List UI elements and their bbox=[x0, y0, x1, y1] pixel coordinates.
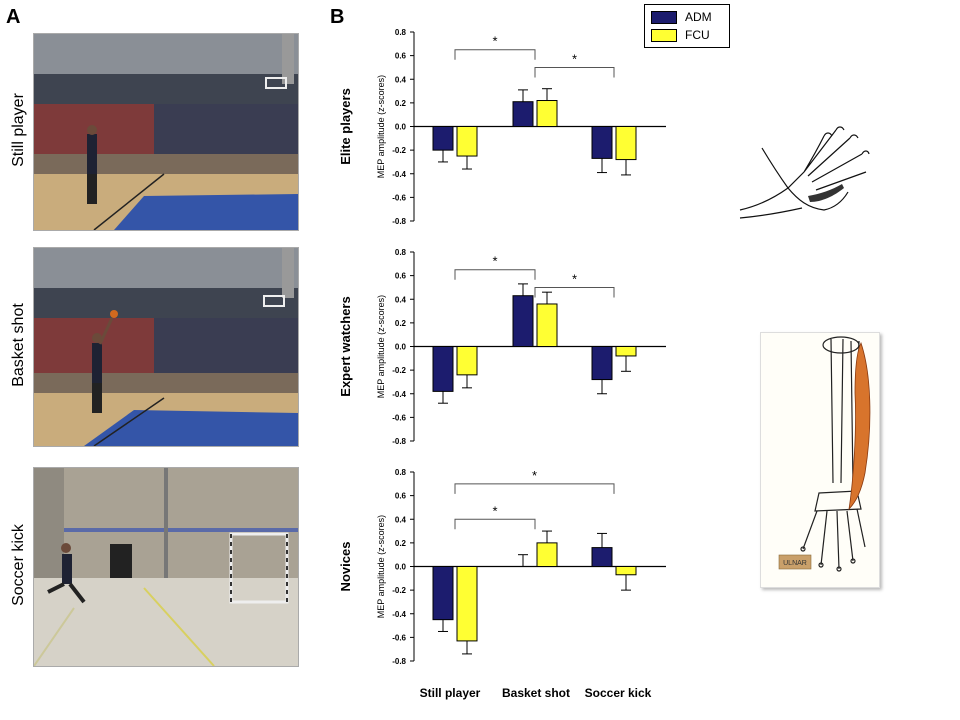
y-tick-label-1-8: -0.8 bbox=[392, 437, 406, 446]
chart-legend: ADM FCU bbox=[644, 4, 730, 48]
sig-bracket-1-1 bbox=[534, 286, 615, 298]
y-tick-label-0-8: -0.8 bbox=[392, 217, 406, 226]
sig-star-1-0: * bbox=[492, 254, 497, 269]
y-tick-label-2-6: -0.4 bbox=[392, 610, 406, 619]
muscle-label-ulnar: ULNAR bbox=[783, 560, 807, 567]
y-tick-label-2-5: -0.2 bbox=[392, 586, 406, 595]
y-tick-label-0-3: 0.2 bbox=[395, 99, 407, 108]
y-tick-label-0-2: 0.4 bbox=[395, 75, 407, 84]
bar-1-adm-2 bbox=[591, 346, 613, 381]
x-category-label-2: Soccer kick bbox=[585, 686, 652, 700]
sig-bracket-2-0 bbox=[454, 518, 536, 530]
x-category-label-0: Still player bbox=[420, 686, 481, 700]
panel-letter-b: B bbox=[330, 6, 345, 28]
panel-letter-a: A bbox=[6, 6, 21, 28]
sig-star-2-1: * bbox=[532, 468, 537, 483]
bar-2-adm-2 bbox=[591, 547, 613, 567]
bar-1-adm-1 bbox=[512, 295, 534, 347]
bar-2-fcu-0 bbox=[456, 566, 478, 642]
legend-label-fcu: FCU bbox=[685, 28, 710, 42]
legend-swatch-fcu bbox=[651, 28, 677, 42]
y-tick-label-0-5: -0.2 bbox=[392, 146, 406, 155]
bar-1-fcu-2 bbox=[615, 346, 637, 357]
y-axis-label-2: MEP amplitude (z-scores) bbox=[376, 515, 386, 618]
photo-soccer-kick bbox=[33, 467, 299, 667]
group-label-0: Elite players bbox=[338, 88, 353, 165]
y-tick-label-2-4: 0.0 bbox=[395, 563, 407, 572]
photo-still-player bbox=[33, 33, 299, 231]
y-tick-label-2-0: 0.8 bbox=[395, 468, 407, 477]
bar-0-fcu-2 bbox=[615, 126, 637, 161]
bar-0-adm-1 bbox=[512, 101, 534, 127]
y-tick-label-2-1: 0.6 bbox=[395, 492, 407, 501]
legend-item-fcu: FCU bbox=[651, 27, 710, 43]
forearm-illustration: ULNAR bbox=[760, 332, 880, 588]
legend-label-adm: ADM bbox=[685, 10, 712, 24]
sig-star-2-0: * bbox=[492, 503, 497, 518]
y-tick-label-1-7: -0.6 bbox=[392, 413, 406, 422]
y-tick-label-1-3: 0.2 bbox=[395, 319, 407, 328]
bar-0-fcu-0 bbox=[456, 126, 478, 157]
bar-0-fcu-1 bbox=[536, 100, 558, 127]
y-axis-label-0: MEP amplitude (z-scores) bbox=[376, 75, 386, 178]
y-tick-label-2-7: -0.6 bbox=[392, 633, 406, 642]
y-tick-label-1-2: 0.4 bbox=[395, 295, 407, 304]
group-label-1: Expert watchers bbox=[338, 296, 353, 396]
bar-2-adm-0 bbox=[432, 566, 454, 621]
bar-1-fcu-0 bbox=[456, 346, 478, 376]
y-axis-label-1: MEP amplitude (z-scores) bbox=[376, 295, 386, 398]
legend-item-adm: ADM bbox=[651, 9, 712, 25]
y-tick-label-0-6: -0.4 bbox=[392, 170, 406, 179]
y-tick-label-0-1: 0.6 bbox=[395, 52, 407, 61]
bar-1-adm-0 bbox=[432, 346, 454, 392]
sig-bracket-2-1 bbox=[454, 483, 615, 494]
y-tick-label-0-0: 0.8 bbox=[395, 28, 407, 37]
bar-1-fcu-1 bbox=[536, 303, 558, 348]
y-tick-label-1-1: 0.6 bbox=[395, 272, 407, 281]
y-tick-label-1-5: -0.2 bbox=[392, 366, 406, 375]
bar-0-adm-0 bbox=[432, 126, 454, 151]
y-tick-label-1-4: 0.0 bbox=[395, 343, 407, 352]
bar-2-fcu-1 bbox=[536, 542, 558, 567]
sig-star-0-0: * bbox=[492, 34, 497, 49]
x-category-label-1: Basket shot bbox=[502, 686, 570, 700]
y-tick-label-2-2: 0.4 bbox=[395, 515, 407, 524]
sig-star-1-1: * bbox=[572, 271, 577, 286]
y-tick-label-2-3: 0.2 bbox=[395, 539, 407, 548]
y-tick-label-1-0: 0.8 bbox=[395, 248, 407, 257]
sig-bracket-0-1 bbox=[534, 66, 615, 78]
sig-star-0-1: * bbox=[572, 51, 577, 66]
bar-2-fcu-2 bbox=[615, 566, 637, 576]
photo-basket-shot bbox=[33, 247, 299, 447]
bar-0-adm-2 bbox=[591, 126, 613, 159]
legend-swatch-adm bbox=[651, 10, 677, 24]
y-tick-label-1-6: -0.4 bbox=[392, 390, 406, 399]
group-label-2: Novices bbox=[338, 542, 353, 592]
y-tick-label-0-4: 0.0 bbox=[395, 123, 407, 132]
sig-bracket-0-0 bbox=[454, 49, 536, 60]
y-tick-label-0-7: -0.6 bbox=[392, 193, 406, 202]
sig-bracket-1-0 bbox=[454, 269, 536, 280]
hand-illustration bbox=[738, 118, 872, 234]
y-tick-label-2-8: -0.8 bbox=[392, 657, 406, 666]
